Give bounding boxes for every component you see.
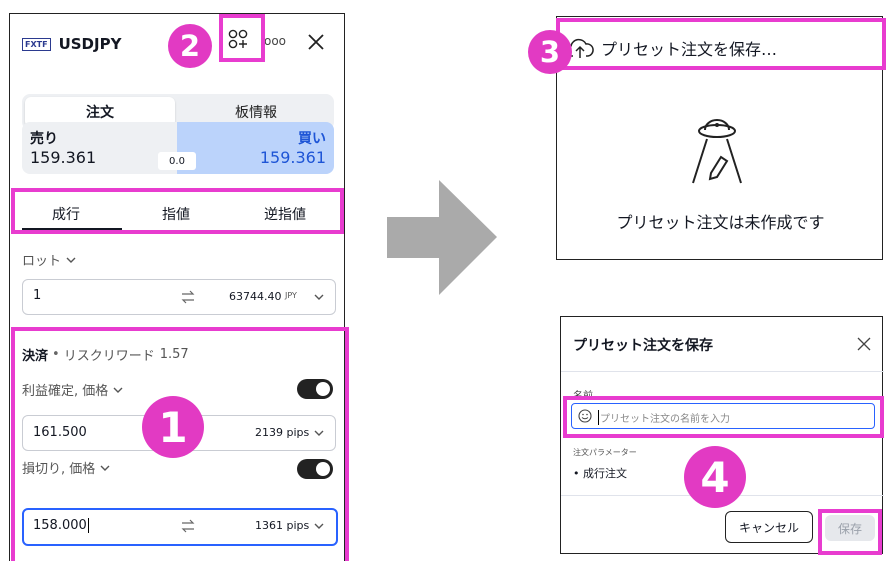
smiley-icon[interactable] bbox=[578, 409, 592, 423]
dialog-title: プリセット注文を保存 bbox=[573, 338, 713, 354]
settlement-header: 決済 • リスクリワード 1.57 bbox=[22, 345, 189, 364]
take-profit-pips: 2139 pips bbox=[255, 426, 310, 439]
symbol-title[interactable]: USDJPY bbox=[58, 35, 122, 53]
swap-icon[interactable] bbox=[181, 290, 195, 304]
buy-label: 買い bbox=[298, 131, 326, 147]
save-button[interactable]: 保存 bbox=[825, 515, 875, 541]
chevron-down-icon bbox=[100, 465, 110, 471]
lot-unit: JPY bbox=[285, 291, 297, 300]
lot-value: 1 bbox=[33, 288, 42, 303]
chevron-down-icon[interactable] bbox=[313, 427, 325, 439]
highlight-preset-button bbox=[219, 14, 265, 62]
highlight-save-preset-item bbox=[556, 18, 886, 70]
save-preset-label: プリセット注文を保存… bbox=[601, 40, 778, 59]
highlight-settlement-section bbox=[11, 327, 349, 561]
take-profit-label: 利益確定, 価格 bbox=[22, 384, 109, 399]
sell-label: 売り bbox=[30, 131, 58, 147]
preset-icon[interactable] bbox=[227, 28, 249, 50]
step-badge-2: 2 bbox=[168, 24, 212, 68]
spread-value: 0.0 bbox=[158, 152, 196, 170]
order-panel: FXTF USDJPY ooo 注文 板情報 売り 159.361 買い 159… bbox=[9, 13, 345, 561]
preset-empty-text: プリセット注文は未作成です bbox=[616, 213, 825, 232]
risk-reward-value: 1.57 bbox=[159, 347, 189, 362]
chevron-down-icon bbox=[113, 387, 123, 393]
stop-loss-input[interactable]: 158.000 1361 pips bbox=[22, 508, 338, 546]
lot-label-row[interactable]: ロット bbox=[22, 250, 77, 269]
step-badge-4: 4 bbox=[684, 446, 746, 508]
stop-loss-value: 158.000 bbox=[33, 518, 89, 533]
stop-loss-pips: 1361 pips bbox=[255, 519, 310, 532]
settlement-separator: • bbox=[52, 347, 60, 362]
settlement-title: 決済 bbox=[22, 349, 49, 364]
highlight-order-type-tabs bbox=[11, 188, 344, 234]
preset-dropdown-panel: プリセット注文を保存… プリセット注文は未作成です bbox=[556, 16, 883, 260]
chevron-down-icon[interactable] bbox=[313, 520, 325, 532]
tab-stop[interactable]: 逆指値 bbox=[264, 207, 306, 223]
tab-market-underline bbox=[22, 228, 122, 231]
params-label: 注文パラメーター bbox=[573, 448, 637, 457]
take-profit-label-row[interactable]: 利益確定, 価格 bbox=[22, 380, 124, 399]
cancel-button[interactable]: キャンセル bbox=[725, 511, 813, 543]
chevron-down-icon[interactable] bbox=[313, 291, 325, 303]
tab-market[interactable]: 成行 bbox=[52, 207, 80, 223]
take-profit-toggle[interactable] bbox=[297, 379, 333, 399]
sell-price: 159.361 bbox=[30, 148, 97, 167]
close-icon[interactable] bbox=[857, 337, 871, 351]
lot-input[interactable]: 1 63744.40 JPY bbox=[22, 279, 336, 315]
save-preset-menu-item[interactable]: プリセット注文を保存… bbox=[565, 33, 777, 63]
more-button[interactable]: ooo bbox=[264, 34, 287, 48]
stop-loss-label: 損切り, 価格 bbox=[22, 462, 96, 477]
ufo-pencil-icon bbox=[692, 119, 742, 184]
buy-price: 159.361 bbox=[259, 148, 326, 167]
name-input-placeholder: プリセット注文の名前を入力 bbox=[598, 410, 730, 425]
take-profit-value: 161.500 bbox=[33, 425, 87, 440]
stop-loss-label-row[interactable]: 損切り, 価格 bbox=[22, 458, 111, 477]
lot-label: ロット bbox=[22, 254, 62, 269]
broker-logo: FXTF bbox=[22, 37, 51, 51]
step-badge-3: 3 bbox=[528, 30, 572, 74]
stop-loss-toggle[interactable] bbox=[297, 459, 333, 479]
highlight-save-button bbox=[818, 509, 882, 555]
highlight-name-input bbox=[563, 396, 884, 438]
chevron-down-icon bbox=[66, 257, 76, 263]
lot-amount: 63744.40 bbox=[229, 290, 282, 303]
swap-icon[interactable] bbox=[181, 519, 195, 533]
order-type-tabs: 成行 指値 逆指値 bbox=[10, 196, 346, 232]
buy-button[interactable]: 買い 159.361 bbox=[177, 122, 334, 174]
dialog-divider bbox=[561, 371, 884, 372]
tab-board[interactable]: 板情報 bbox=[235, 105, 277, 121]
tab-limit[interactable]: 指値 bbox=[162, 207, 190, 223]
risk-reward-label: リスクリワード bbox=[63, 349, 155, 364]
close-icon[interactable] bbox=[306, 32, 326, 52]
name-input[interactable]: プリセット注文の名前を入力 bbox=[571, 403, 875, 429]
flow-arrow bbox=[387, 180, 497, 295]
sell-button[interactable]: 売り 159.361 bbox=[22, 122, 177, 174]
param-item-market-order: • 成行注文 bbox=[573, 467, 627, 480]
panel-header: FXTF USDJPY bbox=[22, 34, 121, 54]
step-badge-1: 1 bbox=[142, 396, 204, 458]
